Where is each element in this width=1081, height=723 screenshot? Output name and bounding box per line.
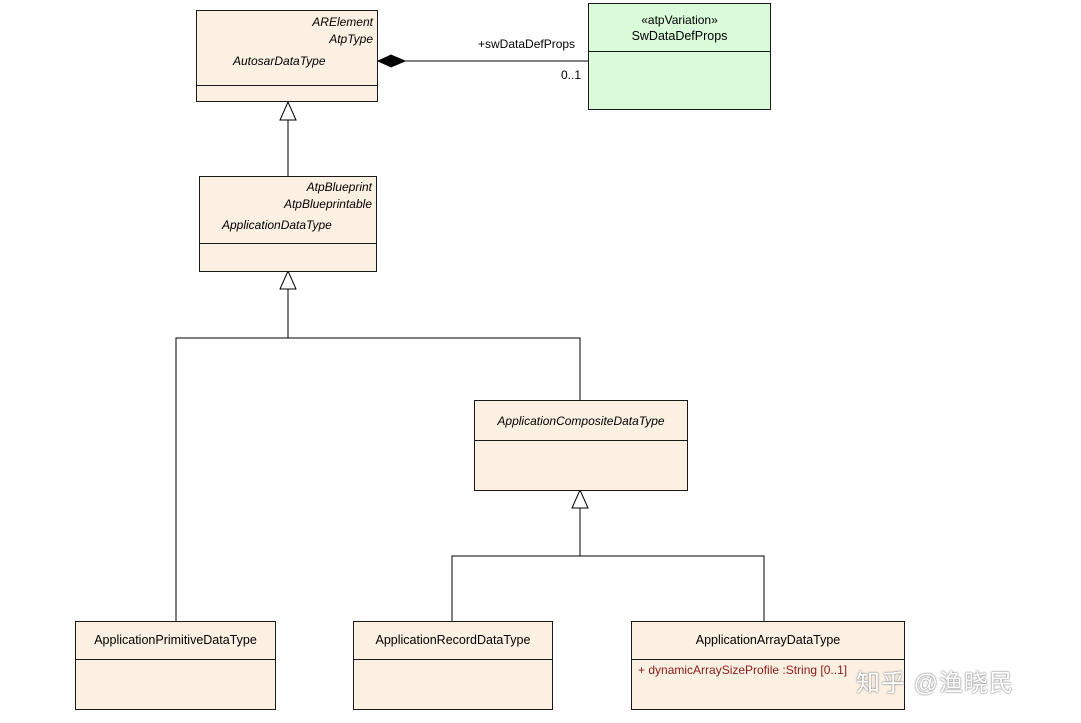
stereotype-atpblueprintable: AtpBlueprintable [283, 197, 372, 211]
class-name: SwDataDefProps [631, 29, 728, 43]
stereotype-atpvariation: «atpVariation» [641, 13, 718, 27]
class-header: ARElement AtpType AutosarDataType [197, 11, 377, 86]
class-name: ApplicationPrimitiveDataType [94, 633, 257, 647]
class-autosar-data-type[interactable]: ARElement AtpType AutosarDataType [196, 10, 378, 102]
class-name: AutosarDataType [233, 54, 326, 68]
class-application-primitive-data-type[interactable]: ApplicationPrimitiveDataType [75, 621, 276, 710]
stereotype-atpblueprint: AtpBlueprint [306, 180, 372, 194]
class-application-array-data-type[interactable]: ApplicationArrayDataType + dynamicArrayS… [631, 621, 905, 710]
class-application-composite-data-type[interactable]: ApplicationCompositeDataType [474, 400, 688, 491]
class-header: «atpVariation» SwDataDefProps [589, 4, 770, 52]
association-role-label: +swDataDefProps [478, 37, 576, 51]
class-header: AtpBlueprint AtpBlueprintable Applicatio… [200, 177, 376, 244]
class-header: ApplicationArrayDataType [632, 622, 904, 660]
class-sw-data-def-props[interactable]: «atpVariation» SwDataDefProps [588, 3, 771, 110]
generalization-arrow-adt [279, 100, 297, 121]
generalization-branch-primitive [175, 337, 288, 621]
generalization-branch-array [580, 555, 765, 621]
generalization-arrow-appdt [279, 269, 297, 290]
class-name: ApplicationRecordDataType [375, 633, 531, 647]
class-name: ApplicationCompositeDataType [497, 414, 665, 428]
class-application-data-type[interactable]: AtpBlueprint AtpBlueprintable Applicatio… [199, 176, 377, 272]
stereotype-atptype: AtpType [329, 32, 373, 46]
stereotype-arelement: ARElement [312, 15, 373, 29]
class-header: ApplicationRecordDataType [354, 622, 552, 660]
association-multiplicity-label: 0..1 [561, 68, 582, 82]
generalization-branch-record [451, 555, 580, 621]
class-header: ApplicationCompositeDataType [475, 401, 687, 441]
class-header: ApplicationPrimitiveDataType [76, 622, 275, 660]
generalization-arrow-composite [571, 488, 589, 509]
watermark: 知乎 @渔晓民 [856, 670, 1015, 697]
class-name: ApplicationArrayDataType [695, 633, 841, 647]
class-application-record-data-type[interactable]: ApplicationRecordDataType [353, 621, 553, 710]
composition-diamond [376, 54, 407, 68]
generalization-branch-composite [288, 337, 581, 400]
class-name: ApplicationDataType [222, 218, 332, 232]
attribute-dynamic-array-size-profile: + dynamicArraySizeProfile :String [0..1] [638, 663, 848, 677]
